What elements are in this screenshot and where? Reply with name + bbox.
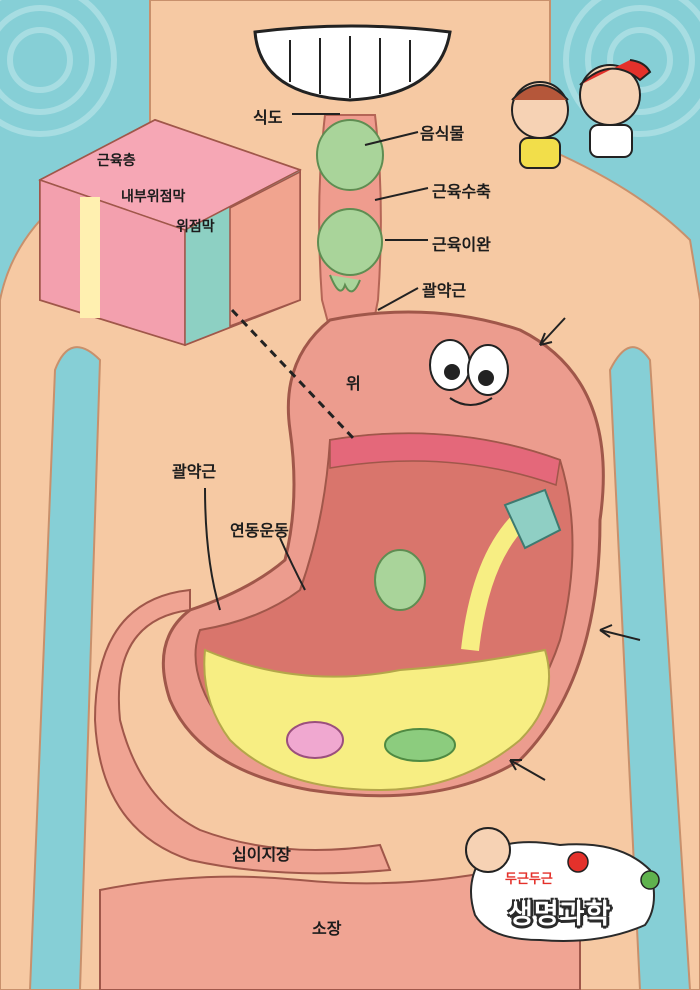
label-sphincter-lower: 괄약근 (172, 462, 217, 481)
label-muscle-layer: 근육층 (97, 153, 136, 169)
food-characters (286, 549, 456, 762)
label-muscle-relaxation: 근육이완 (432, 235, 491, 254)
food-bolus-upper (316, 119, 384, 191)
gastric-juice (203, 648, 551, 792)
tissue-cross-section (38, 118, 302, 347)
stomach-organ (161, 310, 605, 798)
label-submucosa: 내부위점막 (121, 189, 186, 205)
kids-characters (511, 59, 652, 169)
label-muscle-contraction: 근육수축 (432, 182, 491, 201)
juice-cup (503, 488, 562, 550)
label-duodenum: 십이지장 (232, 845, 291, 864)
label-food: 음식물 (420, 124, 465, 143)
logo-badge (465, 827, 660, 942)
label-sphincter-upper: 괄약근 (422, 281, 467, 300)
label-mucosa: 위점막 (176, 219, 215, 235)
label-peristalsis: 연동운동 (230, 521, 289, 540)
pointer-lines (204, 113, 641, 781)
label-small-intestine: 소장 (312, 919, 342, 938)
label-stomach: 위 (346, 374, 361, 393)
logo-title: 생명과학 (508, 899, 612, 930)
smiling-mouth (253, 24, 452, 102)
esophagus-tube (316, 114, 384, 331)
label-esophagus: 식도 (253, 108, 283, 127)
logo-subtitle: 두근두근 (505, 872, 553, 887)
food-bolus-lower (317, 208, 383, 276)
